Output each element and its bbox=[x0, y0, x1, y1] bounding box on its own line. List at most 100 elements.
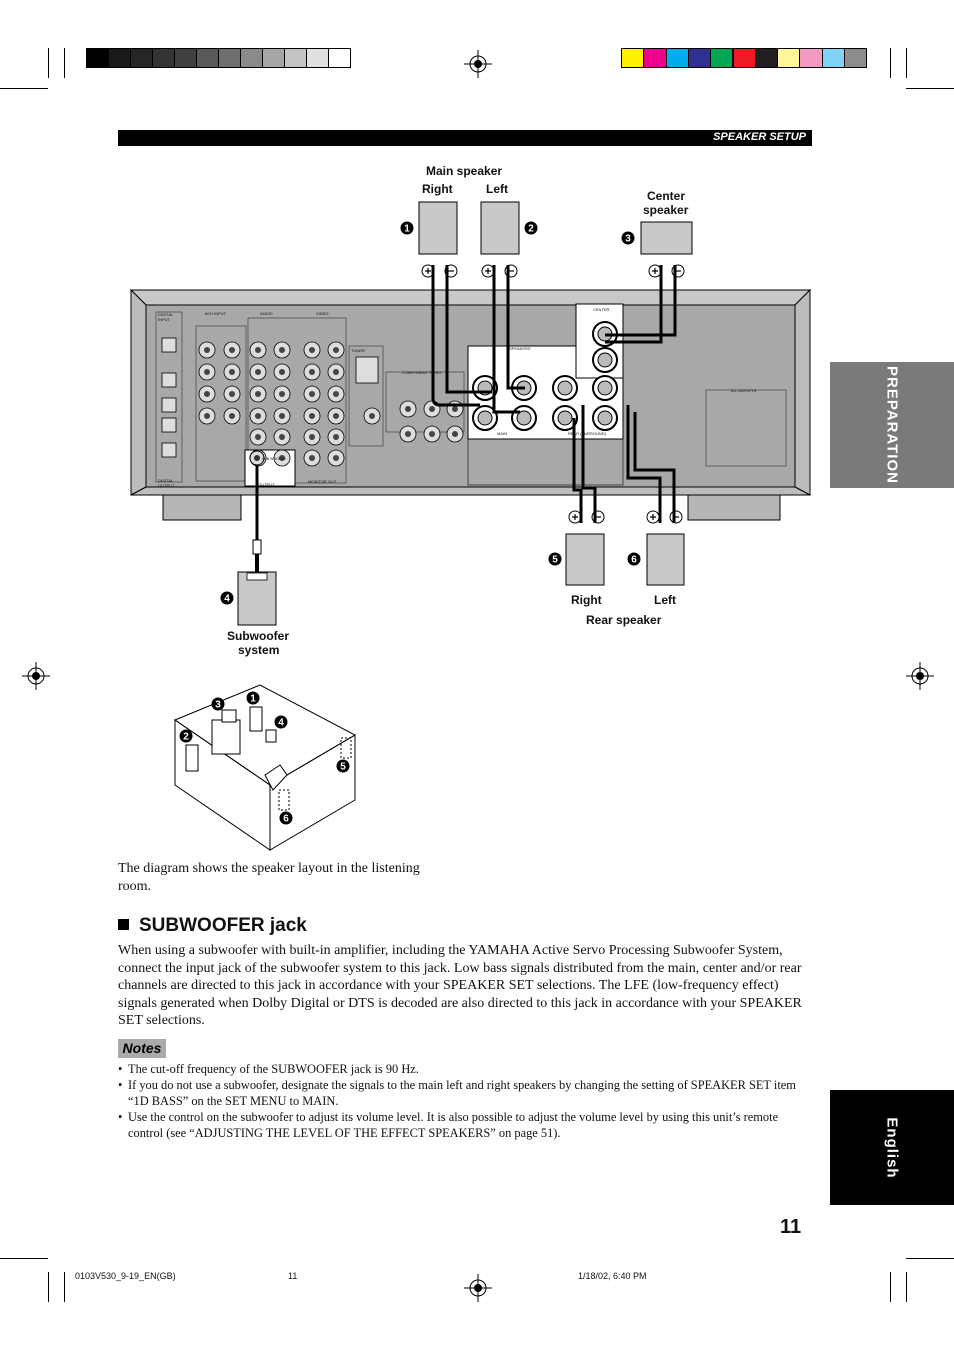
speakers-panel-label: SPEAKERS bbox=[509, 346, 531, 351]
rca-jack-center bbox=[255, 369, 261, 375]
rca-jack-center bbox=[279, 455, 285, 461]
rca-jack-center bbox=[279, 347, 285, 353]
center-speaker bbox=[640, 221, 693, 255]
rca-jack-center bbox=[229, 391, 235, 397]
rca-jack-center bbox=[229, 413, 235, 419]
section-header-bar: SPEAKER SETUP bbox=[118, 130, 812, 146]
marker-circle bbox=[246, 691, 260, 705]
rca-jack-center bbox=[229, 347, 235, 353]
rca-jack-center bbox=[452, 406, 458, 412]
square-bullet-icon bbox=[118, 919, 129, 930]
rca-jack-center bbox=[279, 369, 285, 375]
marker-number: 6 bbox=[631, 555, 637, 566]
rca-jack-center bbox=[429, 431, 435, 437]
crop-mark bbox=[64, 48, 65, 78]
antenna-terminal bbox=[355, 356, 379, 384]
main-left-label: Left bbox=[486, 182, 508, 196]
ac-outlets-label: AC OUTLETS bbox=[731, 388, 757, 393]
rear-right-speaker bbox=[565, 533, 605, 586]
plus-sign bbox=[425, 268, 431, 274]
calibration-swatch bbox=[844, 48, 868, 68]
rca-jack-center bbox=[255, 391, 261, 397]
marker-circle bbox=[548, 552, 562, 566]
marker-circle bbox=[274, 715, 288, 729]
plus-sign bbox=[650, 514, 656, 520]
registration-mark-icon bbox=[22, 662, 50, 690]
diagram-caption: The diagram shows the speaker layout in … bbox=[118, 861, 420, 894]
marker-number: 3 bbox=[215, 700, 221, 711]
marker-circle bbox=[336, 759, 350, 773]
optical-jack bbox=[161, 417, 177, 433]
notes-badge: Notes bbox=[118, 1039, 166, 1058]
crop-mark bbox=[64, 1272, 65, 1302]
six-ch-input-label: 6CH INPUT bbox=[205, 311, 227, 316]
speaker-terminal-knob bbox=[597, 352, 613, 368]
rca-jack-center bbox=[405, 406, 411, 412]
marker-circle bbox=[524, 221, 538, 235]
marker-number: 3 bbox=[625, 234, 631, 245]
tab-preparation: PREPARATION bbox=[830, 362, 954, 488]
section-body: When using a subwoofer with built-in amp… bbox=[118, 943, 802, 1028]
rca-jack-center bbox=[405, 431, 411, 437]
marker-circle bbox=[211, 697, 225, 711]
registration-mark-icon bbox=[464, 50, 492, 78]
marker-number: 5 bbox=[340, 762, 346, 773]
crop-mark bbox=[0, 88, 48, 89]
rca-jack-center bbox=[309, 413, 315, 419]
speaker-cables bbox=[255, 265, 677, 540]
center-speaker-label-1: Center bbox=[647, 189, 686, 203]
tab-english-label: English bbox=[883, 1116, 901, 1179]
rear-right-label: Right bbox=[571, 593, 602, 607]
main-right-label: Right bbox=[422, 182, 453, 196]
rca-jack-center bbox=[333, 413, 339, 419]
rca-jack-center bbox=[255, 413, 261, 419]
calibration-swatch bbox=[328, 48, 351, 68]
list-item: The cut-off frequency of the SUBWOOFER j… bbox=[118, 1061, 808, 1077]
section-heading: SUBWOOFER jack bbox=[118, 915, 307, 937]
optical-jack bbox=[161, 397, 177, 413]
list-item: Use the control on the subwoofer to adju… bbox=[118, 1109, 808, 1141]
crop-mark bbox=[890, 1272, 891, 1302]
rca-jack-center bbox=[204, 347, 210, 353]
crop-mark bbox=[890, 48, 891, 78]
component-video-label: COMPONENT VIDEO bbox=[402, 370, 442, 375]
rca-jack-center bbox=[204, 413, 210, 419]
rca-jack-center bbox=[279, 413, 285, 419]
main-left-speaker bbox=[480, 201, 520, 255]
output-label: OUTPUT bbox=[258, 482, 275, 487]
rear-left-label: Left bbox=[654, 593, 676, 607]
list-item: If you do not use a subwoofer, designate… bbox=[118, 1077, 808, 1109]
marker-number: 1 bbox=[404, 224, 410, 235]
marker-number: 2 bbox=[183, 732, 189, 743]
center-speaker-label-2: speaker bbox=[643, 203, 689, 217]
rca-jack-center bbox=[333, 391, 339, 397]
tuner-label: TUNER bbox=[351, 348, 365, 353]
subwoofer-label-2: system bbox=[238, 643, 280, 657]
speaker-terminal-knob bbox=[557, 410, 573, 426]
crop-mark bbox=[906, 88, 954, 89]
crop-mark bbox=[48, 48, 49, 78]
center-panel-label: CENTER bbox=[593, 307, 610, 312]
page-number: 11 bbox=[780, 1216, 802, 1238]
rca-jack-center bbox=[333, 455, 339, 461]
audio-label: AUDIO bbox=[260, 311, 273, 316]
crop-mark bbox=[906, 48, 907, 78]
digital-input-label: DIGITAL INPUT bbox=[158, 312, 174, 322]
rca-jack-center bbox=[452, 431, 458, 437]
speaker-terminal-knob bbox=[597, 410, 613, 426]
crop-mark bbox=[48, 1272, 49, 1302]
crop-mark bbox=[906, 1272, 907, 1302]
rca-jack-center bbox=[333, 434, 339, 440]
speaker-terminal-knob bbox=[597, 380, 613, 396]
marker-circle bbox=[279, 811, 293, 825]
footer-file: 0103V530_9-19_EN(GB) bbox=[75, 1271, 176, 1281]
speaker-terminal-knob bbox=[516, 410, 532, 426]
rca-jack-center bbox=[309, 434, 315, 440]
rca-jack-center bbox=[204, 369, 210, 375]
main-speaker-label: Main speaker bbox=[426, 164, 503, 178]
registration-mark-icon bbox=[906, 662, 934, 690]
marker-circle bbox=[400, 221, 414, 235]
rca-jack-center bbox=[255, 434, 261, 440]
subwoofer-label-1: Subwoofer bbox=[227, 629, 289, 643]
